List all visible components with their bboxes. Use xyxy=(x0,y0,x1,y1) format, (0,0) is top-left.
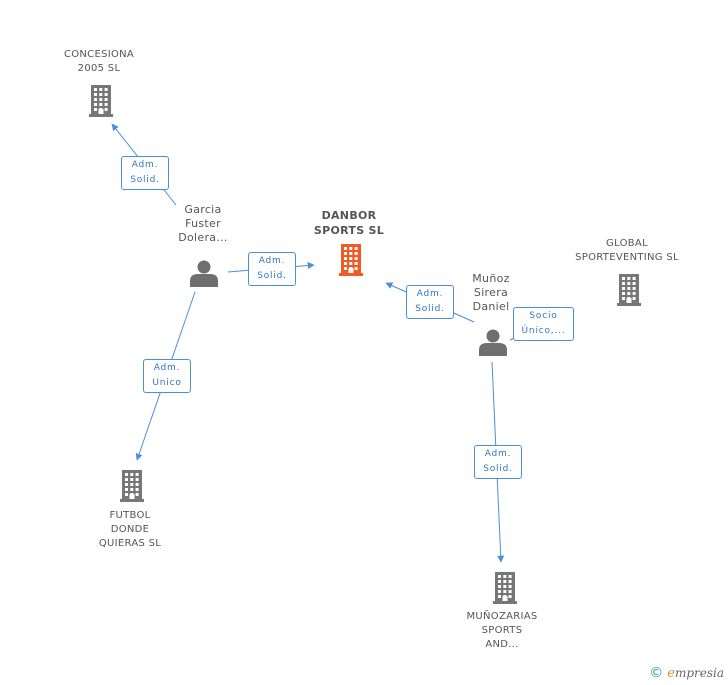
relation-label-line: Adm. xyxy=(153,363,181,373)
relation-label-line: Unico xyxy=(152,378,182,388)
relation-label-garcia-danbor[interactable]: Adm. Solid. xyxy=(248,252,296,286)
relation-label-line: Solid. xyxy=(130,175,160,185)
copyright-symbol: © xyxy=(649,665,664,681)
company-futbol-building-icon[interactable] xyxy=(120,470,144,502)
relation-label-munoz-munozarias[interactable]: Adm. Solid. xyxy=(474,445,522,479)
relation-label-line: Solid. xyxy=(415,304,445,314)
node-label-line: Garcia xyxy=(184,203,222,216)
company-label-global[interactable]: GLOBAL SPORTEVENTING SL xyxy=(557,237,697,265)
node-label-line: QUIERAS SL xyxy=(98,538,162,549)
brand-name: mpresia xyxy=(674,666,724,680)
brand-footer: ©empresia xyxy=(649,665,724,681)
relation-label-garcia-concesiona[interactable]: Adm. Solid. xyxy=(121,156,169,190)
node-label-line: SPORTS SL xyxy=(313,224,385,237)
relation-label-line: Adm. xyxy=(131,160,159,170)
node-label-line: FUTBOL xyxy=(109,510,151,521)
company-label-concesiona[interactable]: CONCESIONA 2005 SL xyxy=(39,48,159,76)
company-munozarias-building-icon[interactable] xyxy=(493,572,517,604)
node-label-line: Daniel xyxy=(472,300,510,313)
node-label-line: SPORTEVENTING SL xyxy=(575,252,679,263)
node-label-line: GLOBAL xyxy=(606,238,648,249)
company-label-futbol[interactable]: FUTBOL DONDE QUIERAS SL xyxy=(70,509,190,551)
main-company-danbor-building-icon[interactable] xyxy=(339,244,363,276)
node-label-line: Fuster xyxy=(185,217,221,230)
edges-layer xyxy=(111,123,575,563)
node-label-line: Muñoz xyxy=(472,272,510,285)
relation-label-line: Solid. xyxy=(483,464,513,474)
relation-label-line: Socio xyxy=(529,311,558,321)
node-label-line: SPORTS xyxy=(481,625,523,636)
node-label-line: DANBOR xyxy=(321,209,377,222)
relation-label-line: Adm. xyxy=(258,256,286,266)
relation-label-line: Adm. xyxy=(416,289,444,299)
node-label-line: 2005 SL xyxy=(77,63,121,74)
person-garcia-icon[interactable] xyxy=(190,260,218,288)
company-label-munozarias[interactable]: MUÑOZARIAS SPORTS AND... xyxy=(442,610,562,652)
node-label-line: DONDE xyxy=(110,524,150,535)
company-concesiona-building-icon[interactable] xyxy=(89,85,113,117)
relation-label-line: Solid. xyxy=(257,271,287,281)
node-label-line: MUÑOZARIAS xyxy=(466,611,538,622)
node-label-line: Dolera... xyxy=(178,231,228,244)
node-label-line: AND... xyxy=(485,639,519,650)
person-munoz-icon[interactable] xyxy=(479,329,507,357)
relation-label-munoz-danbor[interactable]: Adm. Solid. xyxy=(406,285,454,319)
relation-label-line: Único,... xyxy=(521,326,566,336)
icons-layer xyxy=(89,85,641,604)
node-label-line: Sirera xyxy=(473,286,509,299)
company-label-danbor[interactable]: DANBOR SPORTS SL xyxy=(289,208,409,238)
relation-label-line: Adm. xyxy=(484,449,512,459)
company-global-building-icon[interactable] xyxy=(617,274,641,306)
brand-initial: e xyxy=(667,666,675,681)
node-label-line: CONCESIONA xyxy=(63,49,135,60)
relation-label-garcia-futbol[interactable]: Adm. Unico xyxy=(143,359,191,393)
